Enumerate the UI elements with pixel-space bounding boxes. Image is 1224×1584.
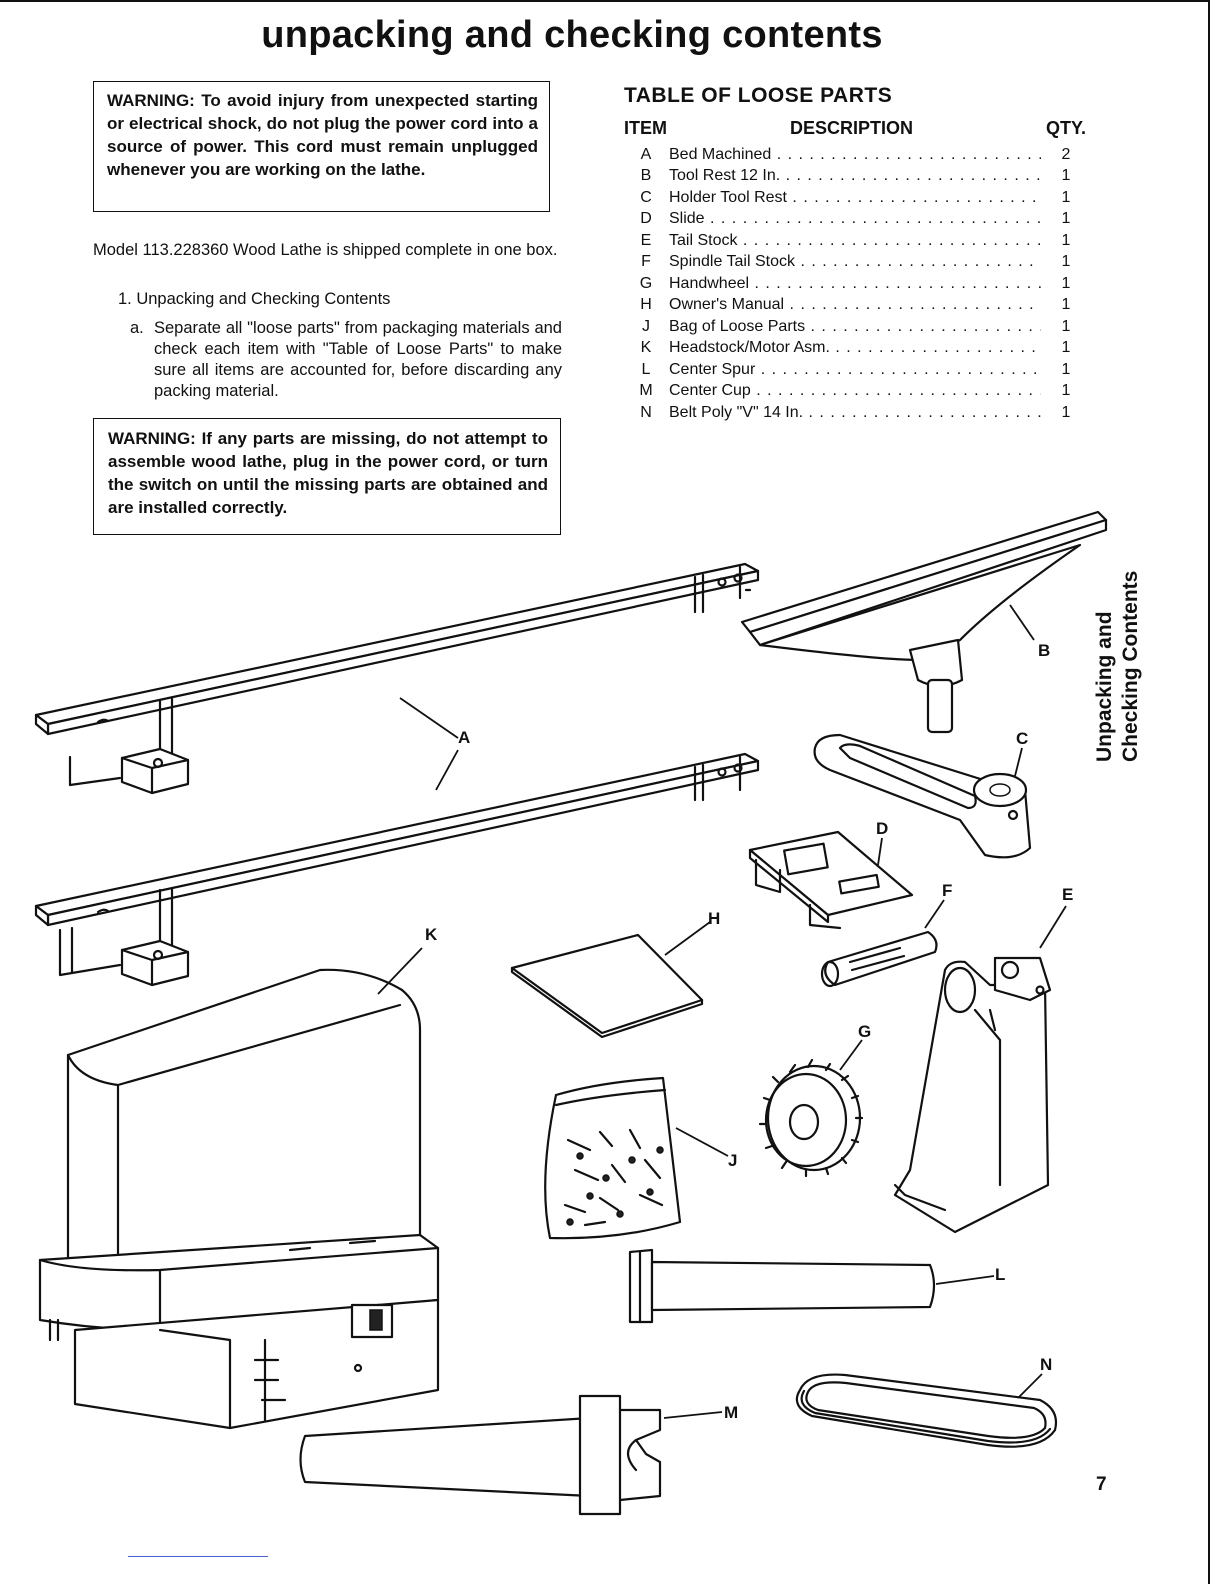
callout-g: G — [858, 1022, 871, 1041]
table-row: J Bag of Loose Parts 1 — [624, 316, 1084, 337]
callout-b: B — [1038, 641, 1050, 660]
item-qty: 1 — [1061, 296, 1071, 313]
poly-v-belt — [795, 1373, 1058, 1448]
bed-lower — [34, 752, 760, 987]
tail-stock — [893, 956, 1052, 1234]
callout-l: L — [995, 1265, 1005, 1284]
item-qty: 1 — [1061, 232, 1071, 249]
item-description: Handwheel — [669, 273, 1041, 294]
slide-part — [748, 830, 914, 930]
item-letter: H — [640, 296, 652, 313]
tool-rest-holder — [813, 733, 1032, 859]
right-border — [1208, 0, 1210, 1584]
step-a-text: Separate all "loose parts" from packagin… — [154, 319, 562, 400]
item-letter: F — [641, 253, 651, 270]
item-letter: M — [639, 382, 653, 399]
table-row: F Spindle Tail Stock 1 — [624, 251, 1084, 272]
table-row: L Center Spur 1 — [624, 359, 1084, 380]
item-qty: 1 — [1061, 275, 1071, 292]
item-qty: 1 — [1061, 167, 1071, 184]
item-description: Holder Tool Rest — [669, 187, 1041, 208]
intro-paragraph: Model 113.228360 Wood Lathe is shipped c… — [93, 241, 558, 259]
callout-c: C — [1016, 729, 1028, 748]
table-row: A Bed Machined 2 — [624, 144, 1084, 165]
center-spur — [628, 1248, 936, 1324]
item-qty: 1 — [1061, 189, 1071, 206]
item-letter: D — [640, 210, 652, 227]
item-description: Center Cup — [669, 380, 1041, 401]
item-letter: G — [639, 275, 653, 292]
item-qty: 1 — [1061, 253, 1071, 270]
bed-upper — [34, 562, 760, 795]
callout-k: K — [425, 925, 438, 944]
item-qty: 1 — [1061, 361, 1071, 378]
item-letter: C — [640, 189, 652, 206]
callout-a: A — [458, 728, 470, 747]
item-qty: 1 — [1061, 210, 1071, 227]
item-description: Tool Rest 12 In. — [669, 165, 1041, 186]
footer-link-underline — [128, 1556, 268, 1557]
callout-n: N — [1040, 1355, 1052, 1374]
step-1: 1. Unpacking and Checking Contents — [118, 290, 391, 308]
callout-h: H — [708, 909, 720, 928]
table-row: E Tail Stock 1 — [624, 230, 1084, 251]
tool-rest — [740, 510, 1108, 734]
header-qty: QTY. — [1046, 118, 1087, 138]
item-qty: 1 — [1061, 318, 1071, 335]
item-description: Tail Stock — [669, 230, 1041, 251]
handwheel — [758, 1058, 864, 1178]
header-description: DESCRIPTION — [790, 118, 914, 138]
spindle-tail-stock — [820, 930, 938, 988]
warning-box-missing-parts: WARNING: If any parts are missing, do no… — [93, 418, 561, 535]
item-description: Spindle Tail Stock — [669, 251, 1041, 272]
item-letter: J — [642, 318, 650, 335]
table-row: D Slide 1 — [624, 208, 1084, 229]
headstock-motor-assembly — [38, 968, 440, 1430]
callout-d: D — [876, 819, 888, 838]
table-row: M Center Cup 1 — [624, 380, 1084, 401]
item-description: Headstock/Motor Asm. — [669, 337, 1041, 358]
item-letter: K — [640, 339, 652, 356]
item-letter: E — [640, 232, 652, 249]
parts-table-title: TABLE OF LOOSE PARTS — [624, 84, 893, 107]
table-row: H Owner's Manual 1 — [624, 294, 1084, 315]
callout-m: M — [724, 1403, 738, 1422]
owners-manual — [510, 933, 704, 1039]
table-row: G Handwheel 1 — [624, 273, 1084, 294]
callout-e: E — [1062, 885, 1073, 904]
item-letter: B — [640, 167, 652, 184]
item-qty: 1 — [1061, 339, 1071, 356]
item-description: Slide — [669, 208, 1041, 229]
table-row: B Tool Rest 12 In. 1 — [624, 165, 1084, 186]
item-description: Center Spur — [669, 359, 1041, 380]
item-qty: 2 — [1061, 146, 1071, 163]
item-letter: A — [640, 146, 652, 163]
step-a: a. Separate all "loose parts" from packa… — [130, 318, 562, 402]
step-a-label: a. — [130, 319, 144, 337]
callout-f: F — [942, 881, 952, 900]
bag-of-loose-parts — [544, 1076, 682, 1240]
callout-j: J — [728, 1151, 737, 1170]
center-cup — [299, 1394, 662, 1516]
top-border — [0, 0, 1210, 2]
item-qty: 1 — [1061, 404, 1071, 421]
item-description: Owner's Manual — [669, 294, 1041, 315]
item-letter: L — [641, 361, 651, 378]
item-description: Bag of Loose Parts — [669, 316, 1041, 337]
table-row: C Holder Tool Rest 1 — [624, 187, 1084, 208]
page-title: unpacking and checking contents — [261, 14, 883, 56]
table-row: K Headstock/Motor Asm. 1 — [624, 337, 1084, 358]
item-letter: N — [640, 404, 652, 421]
item-description: Bed Machined — [669, 144, 1041, 165]
warning-box-power: WARNING: To avoid injury from unexpected… — [93, 81, 550, 212]
item-description: Belt Poly "V" 14 In. — [669, 402, 1041, 423]
page-number: 7 — [1096, 1474, 1107, 1495]
item-qty: 1 — [1061, 382, 1071, 399]
header-item: ITEM — [624, 118, 667, 138]
table-row: N Belt Poly "V" 14 In. 1 — [624, 402, 1084, 423]
